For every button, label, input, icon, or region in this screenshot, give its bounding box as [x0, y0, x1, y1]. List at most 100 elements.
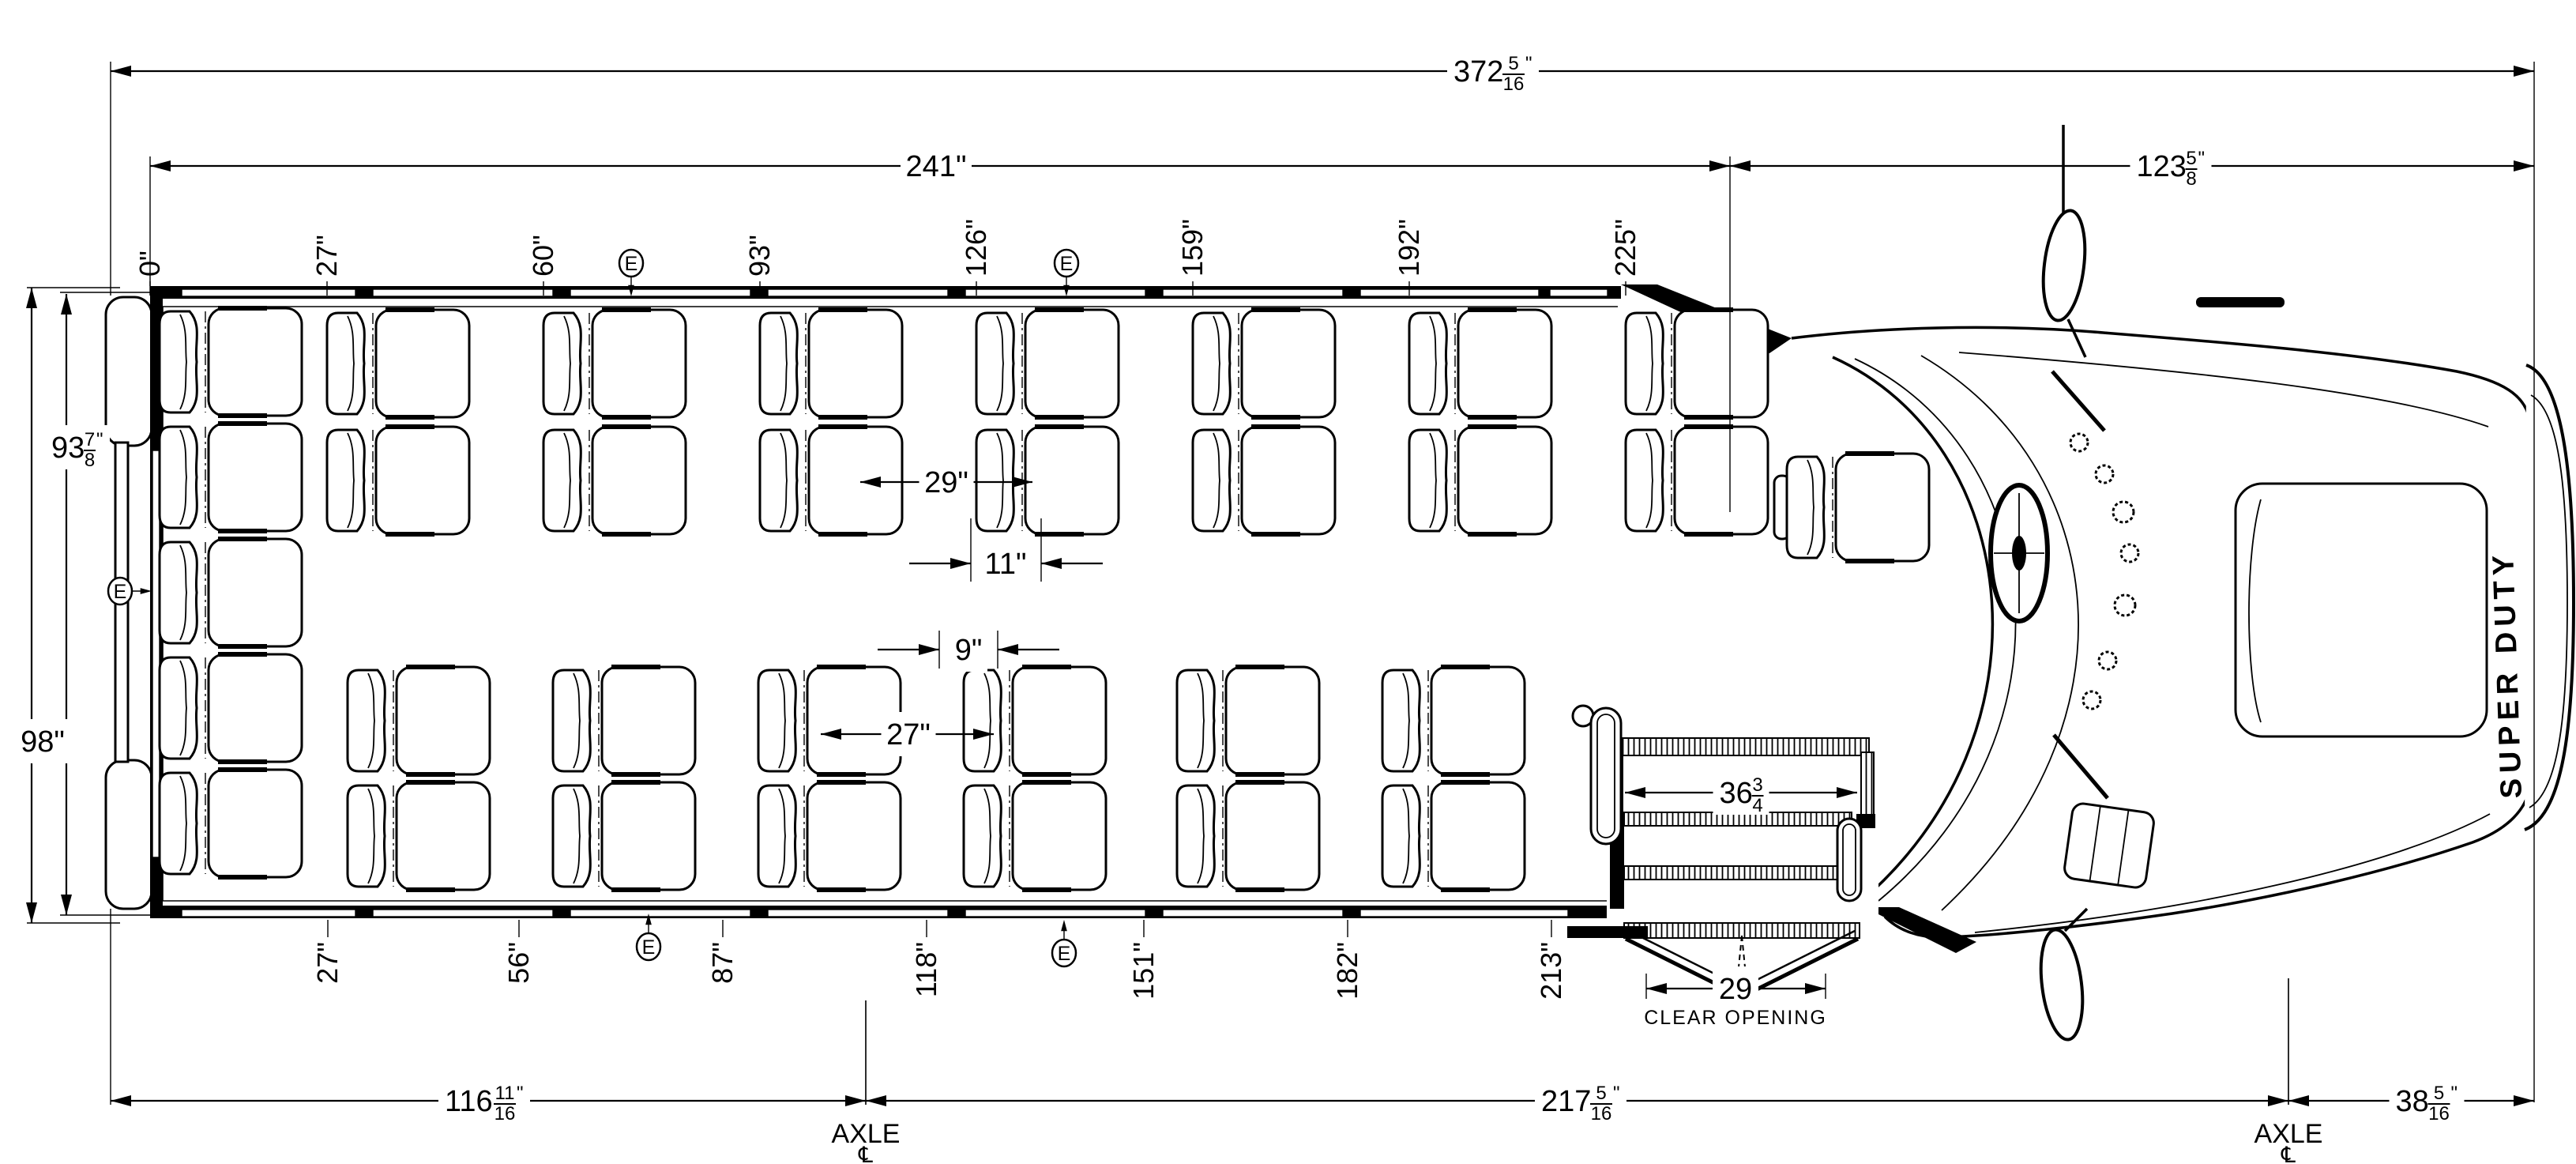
dim-label: 372: [1453, 55, 1503, 89]
dim-arrowhead: [1646, 983, 1667, 994]
seat-cushion: [1430, 665, 1526, 776]
seat-cushion: [395, 665, 491, 776]
hood-scoop: [2234, 482, 2488, 738]
dim-label: 27": [886, 718, 931, 752]
exit-symbol-letter: E: [114, 581, 127, 603]
dim-frac-den: 4: [1752, 795, 1762, 816]
emergency-exit-marker: E: [107, 576, 152, 606]
front-bumper-outer: [2524, 364, 2576, 831]
dim-label-mask: [45, 425, 110, 469]
seat-back: [1191, 428, 1232, 533]
dim-label-mask: [1535, 1079, 1626, 1123]
dim-arrowhead: [866, 1095, 886, 1106]
dim-inch-mark: ": [517, 1083, 524, 1104]
passenger-seat: [1175, 780, 1321, 892]
mirror-top: [2041, 209, 2087, 322]
dim-label-mask: [1447, 49, 1539, 93]
mirror-bottom: [2039, 928, 2085, 1042]
seat-cushion: [1834, 452, 1931, 563]
dim-frac-num: 11: [495, 1083, 515, 1104]
seat-back: [542, 428, 582, 533]
dim-label: 93: [51, 431, 85, 465]
bus-body: [104, 125, 2576, 1042]
dim-arrowhead: [2514, 1095, 2534, 1106]
dim-arrowhead: [61, 294, 72, 315]
station-label-bottom: 56": [502, 942, 535, 984]
rear-bench-seat: [158, 767, 303, 880]
passenger-seat: [551, 665, 697, 777]
exit-symbol-letter: E: [1060, 253, 1074, 275]
mirror-arm-bottom: [2063, 907, 2089, 932]
seat-back: [551, 784, 592, 888]
passenger-seat: [962, 780, 1107, 892]
window-top: [1359, 288, 1540, 297]
rear-bench-seat: [158, 652, 303, 764]
dim-frac-den: 16: [1503, 73, 1525, 95]
seat-back: [1191, 311, 1232, 416]
rear-bench-seat: [158, 421, 303, 533]
station-label-top: 27": [310, 235, 343, 277]
dim-arrowhead: [1709, 160, 1730, 171]
seat-cushion: [807, 308, 904, 419]
dim-label: 98": [21, 725, 65, 759]
passenger-seat: [757, 665, 902, 777]
dim-inch-mark: ": [2198, 148, 2206, 169]
dim-inch-mark: ": [96, 429, 103, 450]
seat-back: [1624, 428, 1664, 533]
windshield-outer: [1832, 356, 1995, 906]
passenger-seat: [325, 307, 471, 420]
seat-cushion: [1240, 308, 1337, 419]
seat-cushion: [374, 308, 471, 419]
dim-arrowhead: [111, 1095, 131, 1106]
axle-label: AXLE: [2254, 1119, 2323, 1149]
passenger-seat: [542, 307, 687, 420]
seat-back: [975, 311, 1015, 416]
passenger-seat: [1624, 307, 1769, 420]
column-lever-top: [2051, 370, 2106, 432]
station-label-top: 0": [134, 251, 166, 277]
seat-back: [325, 311, 366, 416]
dim-arrowhead: [26, 288, 37, 308]
seat-back: [975, 428, 1015, 533]
handrail-left-inner: [1596, 714, 1615, 838]
dim-arrowhead: [1625, 787, 1645, 798]
seat-back: [158, 425, 198, 529]
window-top: [372, 288, 554, 297]
dim-arrowhead: [61, 895, 72, 915]
station-label-top: 192": [1393, 219, 1425, 277]
window-layer: [152, 288, 1608, 917]
dim-arrowhead: [1012, 477, 1032, 488]
dim-label: 29": [924, 466, 968, 499]
rear-bumper-lower: [104, 759, 153, 910]
dim-frac-num: 7: [85, 429, 95, 450]
rear-bumper-upper: [104, 296, 153, 447]
dim-arrowhead: [2268, 1095, 2288, 1106]
passenger-seat: [975, 424, 1120, 537]
window-bottom: [372, 909, 554, 917]
dim-frac-den: 16: [1591, 1103, 1612, 1124]
dimension-body-length: 241": [150, 144, 1730, 188]
axle-centerline: AXLE℄: [832, 1000, 900, 1164]
seat-back: [551, 669, 592, 773]
passenger-seat: [962, 665, 1107, 777]
station-label-bottom: 118": [910, 942, 942, 997]
hood-scoop-inner: [2248, 499, 2262, 723]
seat-back: [1408, 311, 1448, 416]
station-label-top: 126": [960, 219, 992, 277]
seat-back: [325, 428, 366, 533]
dimension-seat-pitch-27: 27": [821, 712, 994, 756]
seat-cushion: [591, 308, 687, 419]
window-top: [570, 288, 751, 297]
seat-cushion: [207, 307, 303, 417]
seat-back: [346, 669, 386, 773]
passenger-seat: [1381, 780, 1526, 892]
handrail-right-inner: [1842, 823, 1856, 896]
passenger-seat: [1408, 307, 1553, 420]
window-top: [1549, 288, 1608, 297]
dim-label: 11": [985, 548, 1027, 581]
dim-inch-mark: ": [1613, 1083, 1620, 1104]
